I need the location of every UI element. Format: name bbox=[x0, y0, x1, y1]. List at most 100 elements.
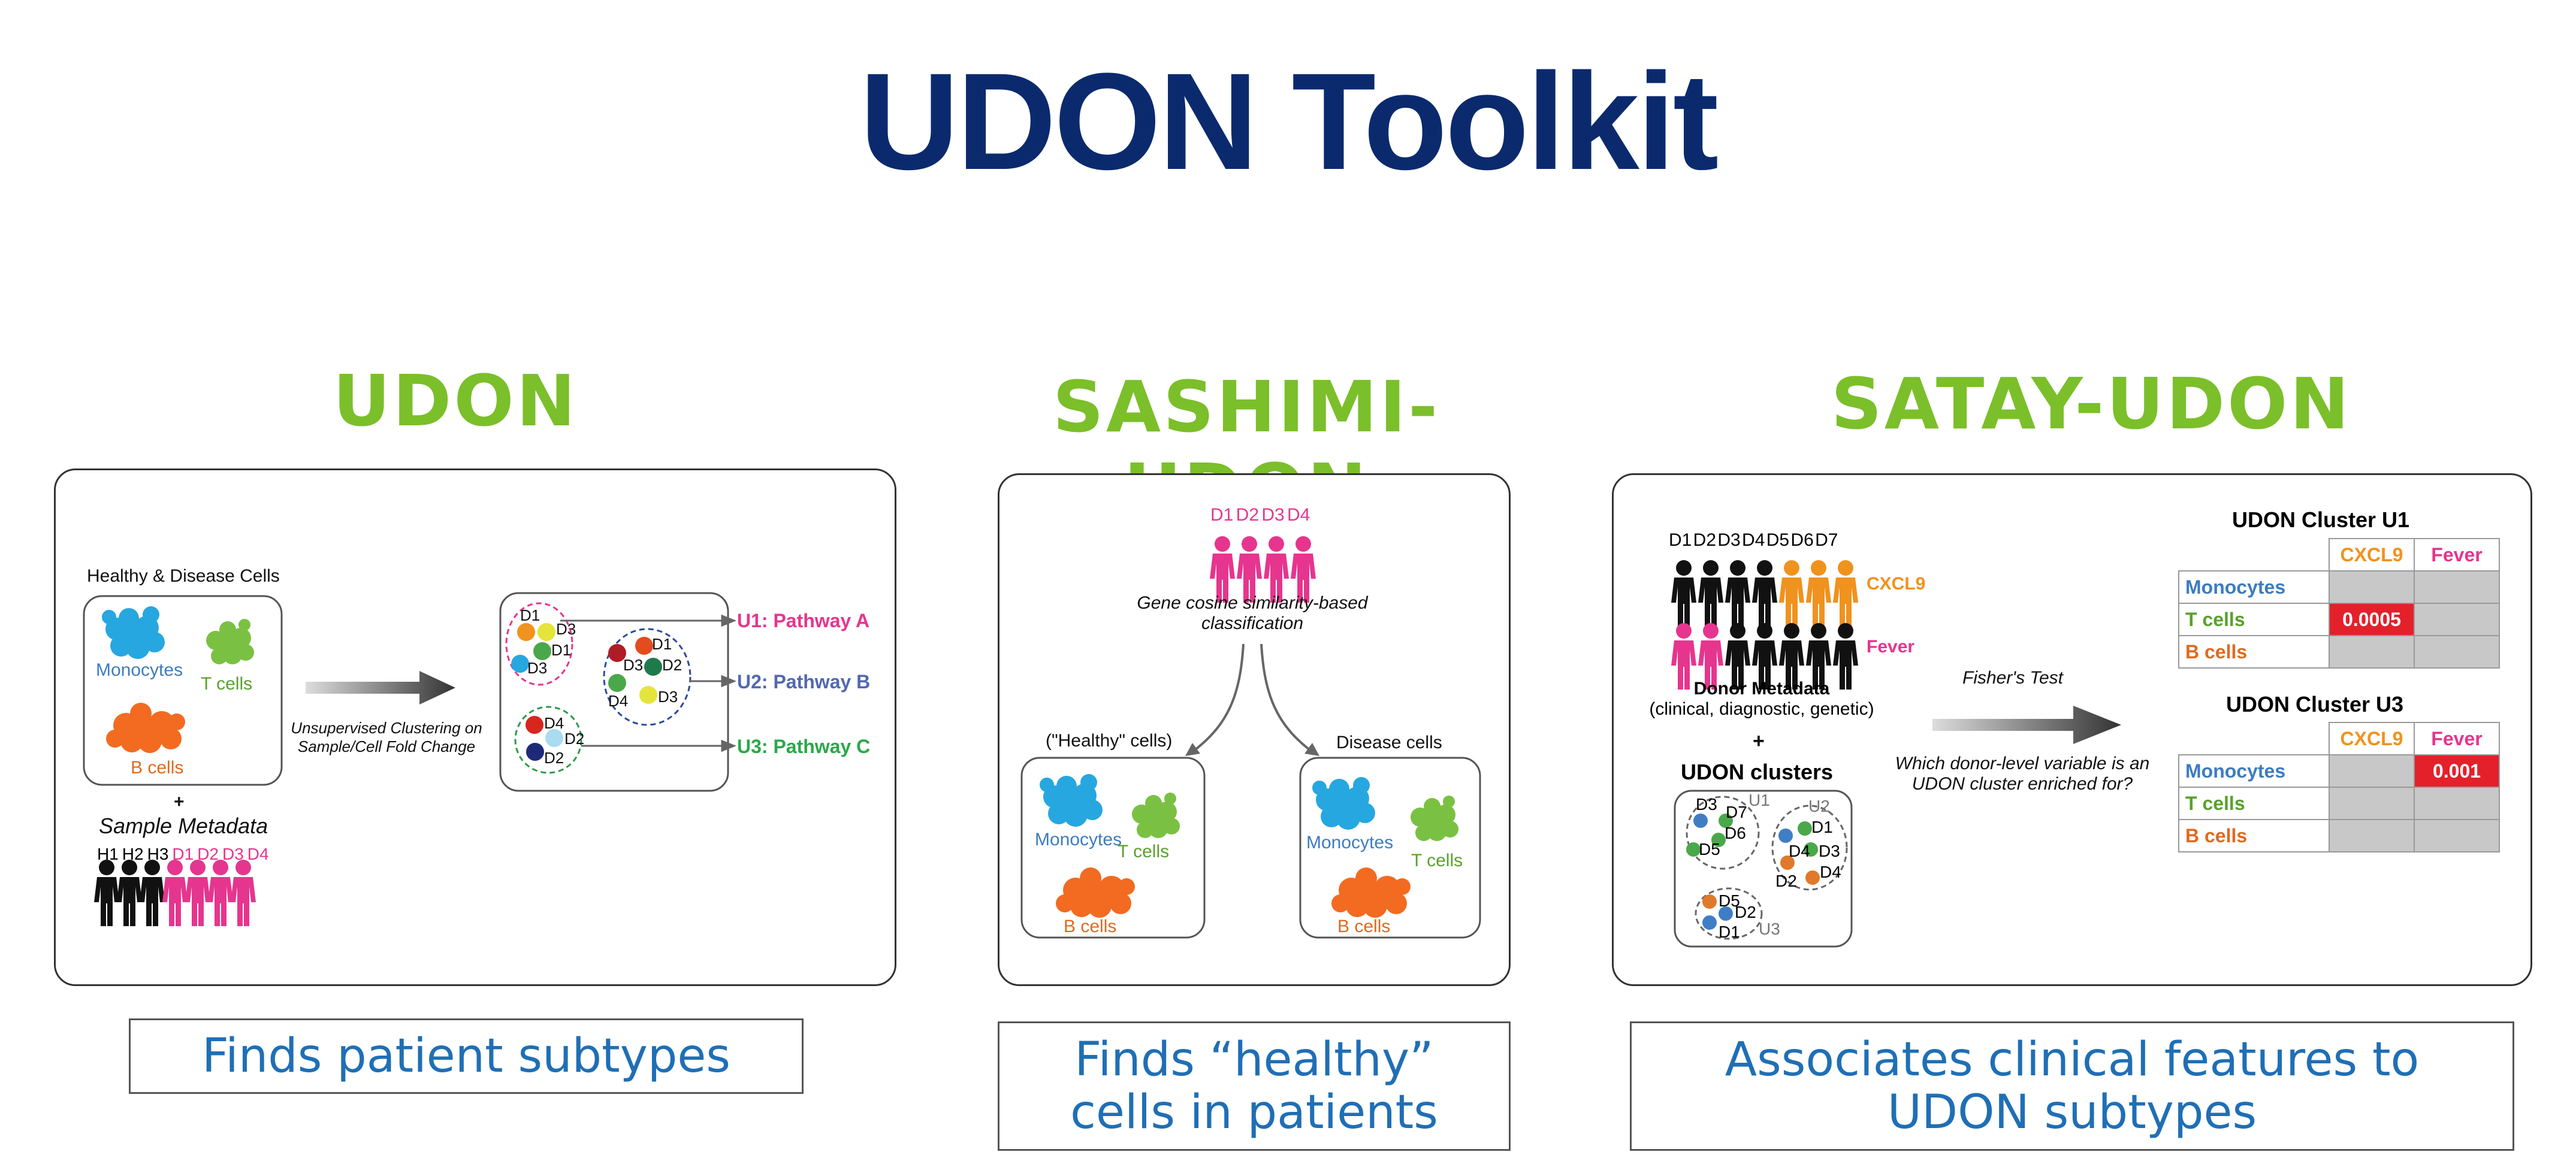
satay-arrow bbox=[1932, 706, 2121, 744]
donor-label: D2 bbox=[1775, 872, 1797, 890]
table-cell bbox=[2329, 570, 2415, 604]
sashimi-disease-tcells: T cells bbox=[1411, 851, 1463, 870]
udon-plus: + bbox=[174, 792, 185, 812]
table-cell bbox=[2414, 819, 2500, 852]
cluster-label: D2 bbox=[662, 656, 682, 674]
clustering-line-2: Sample/Cell Fold Change bbox=[297, 737, 476, 755]
udon-healthy-id: H1 bbox=[97, 845, 119, 863]
udon-sample-ids: H1 H2 H3 D1 D2 D3 D4 bbox=[97, 845, 269, 864]
sashimi-healthy-bcells: B cells bbox=[1064, 917, 1117, 936]
table-row: B cells bbox=[2178, 635, 2500, 669]
pathway-u3: U3: Pathway C bbox=[737, 736, 871, 757]
table-row: Monocytes bbox=[2178, 570, 2500, 604]
table-cell-highlight: 0.0005 bbox=[2329, 603, 2415, 636]
satay-udon-clusters: UDON clusters bbox=[1681, 760, 1834, 784]
table-cell bbox=[2414, 570, 2500, 604]
table-row: CXCL9 Fever bbox=[2179, 722, 2500, 755]
donor-metadata-sub: (clinical, diagnostic, genetic) bbox=[1649, 699, 1874, 719]
donor-label: D5 bbox=[1719, 891, 1740, 910]
table-cell bbox=[2329, 819, 2415, 852]
sashimi-disease-bcells: B cells bbox=[1337, 917, 1391, 936]
udon-cluster2 bbox=[603, 628, 691, 726]
donor-label: D2 bbox=[1735, 903, 1756, 921]
table-u3-title: UDON Cluster U3 bbox=[2226, 692, 2404, 716]
udon-disease-id: D1 bbox=[172, 845, 194, 863]
classification-line-1: Gene cosine similarity-based bbox=[1137, 593, 1368, 613]
table-cell bbox=[2414, 787, 2500, 820]
table-u1: CXCL9 Fever Monocytes T cells 0.0005 B c… bbox=[2178, 538, 2500, 669]
udon-cluster1 bbox=[505, 602, 573, 686]
table-u1-title: UDON Cluster U1 bbox=[2232, 507, 2410, 532]
question-line-1: Which donor-level variable is an bbox=[1895, 754, 2150, 773]
cluster-label: D3 bbox=[556, 620, 576, 638]
cluster-u1-label: U1 bbox=[1748, 791, 1770, 809]
udon-cells-title: Healthy & Disease Cells bbox=[87, 566, 280, 586]
sashimi-arrow-left bbox=[1191, 643, 1245, 753]
table-row: T cells bbox=[2178, 787, 2500, 820]
satay-cxcl9-persons bbox=[1671, 560, 1858, 627]
sashimi-disease-monocytes: Monocytes bbox=[1306, 833, 1394, 852]
udon-clustering-label: Unsupervised Clustering on Sample/Cell F… bbox=[288, 719, 485, 756]
cluster-label: D1 bbox=[551, 641, 572, 659]
donor-label: D4 bbox=[1789, 842, 1810, 860]
table-row: Monocytes 0.001 bbox=[2178, 754, 2500, 788]
sashimi-caption: Finds “healthy” cells in patients bbox=[998, 1021, 1511, 1151]
row-label: T cells bbox=[2178, 787, 2330, 820]
cluster-label: D4 bbox=[544, 714, 564, 732]
satay-caption-line-1: Associates clinical features to bbox=[1725, 1033, 2420, 1087]
cluster-label: D3 bbox=[658, 688, 678, 706]
udon-healthy-id: H2 bbox=[122, 845, 144, 863]
satay-donor-metadata: Donor Metadata (clinical, diagnostic, ge… bbox=[1642, 679, 1882, 719]
table-cell-highlight: 0.001 bbox=[2414, 754, 2500, 788]
udon-healthy-id: H3 bbox=[147, 845, 169, 863]
cluster-u3-label: U3 bbox=[1759, 920, 1780, 938]
donor-label: D1 bbox=[1719, 923, 1740, 941]
table-corner bbox=[2179, 539, 2330, 572]
table-cell bbox=[2414, 603, 2500, 636]
row-label: Monocytes bbox=[2178, 754, 2330, 788]
satay-fishers-test: Fisher's Test bbox=[1962, 668, 2064, 688]
satay-caption-line-2: UDON subtypes bbox=[1887, 1086, 2257, 1139]
donor-label: D4 bbox=[1820, 863, 1841, 881]
table-corner bbox=[2179, 722, 2330, 755]
question-line-2: UDON cluster enriched for? bbox=[1911, 774, 2133, 794]
satay-cxcl9-label: CXCL9 bbox=[1867, 574, 1926, 594]
udon-caption: Finds patient subtypes bbox=[129, 1018, 804, 1094]
satay-fever-label: Fever bbox=[1867, 637, 1915, 657]
table-cell bbox=[2329, 635, 2415, 669]
table-row: CXCL9 Fever bbox=[2179, 538, 2500, 572]
cluster-label: D1 bbox=[652, 635, 672, 653]
cluster-u2-label: U2 bbox=[1808, 797, 1830, 815]
donor-metadata-title: Donor Metadata bbox=[1693, 679, 1830, 699]
table-header: CXCL9 bbox=[2329, 538, 2415, 572]
clustering-line-1: Unsupervised Clustering on bbox=[291, 719, 482, 737]
udon-heading: UDON bbox=[333, 359, 578, 442]
udon-tcells-label: T cells bbox=[201, 674, 253, 694]
cluster-label: D3 bbox=[527, 659, 548, 677]
classification-line-2: classification bbox=[1201, 613, 1304, 633]
cluster-label: D2 bbox=[564, 730, 585, 748]
sashimi-healthy-label: ("Healthy" cells) bbox=[1046, 731, 1173, 751]
udon-disease-persons bbox=[162, 860, 256, 926]
satay-donor-ids: D1 D2 D3 D4 D5 D6 D7 bbox=[1669, 530, 1838, 550]
sashimi-healthy-tcells: T cells bbox=[1118, 842, 1170, 861]
table-header: CXCL9 bbox=[2329, 722, 2415, 755]
pathway-u1: U1: Pathway A bbox=[737, 610, 870, 631]
udon-healthy-persons bbox=[94, 860, 165, 926]
satay-plus: + bbox=[1753, 730, 1765, 752]
satay-heading: SATAY-UDON bbox=[1831, 362, 2352, 445]
udon-disease-id: D2 bbox=[197, 845, 219, 863]
udon-arrow bbox=[306, 671, 455, 705]
row-label: Monocytes bbox=[2178, 570, 2330, 604]
donor-label: D7 bbox=[1726, 803, 1747, 821]
udon-sample-metadata: Sample Metadata bbox=[99, 814, 268, 838]
pathway-arrows bbox=[560, 614, 737, 752]
row-label: B cells bbox=[2178, 819, 2330, 852]
udon-disease-id: D3 bbox=[222, 845, 244, 863]
table-row: B cells bbox=[2178, 819, 2500, 852]
table-header: Fever bbox=[2414, 722, 2500, 755]
sashimi-donor-ids: D1 D2 D3 D4 bbox=[1210, 505, 1310, 525]
table-cell bbox=[2329, 787, 2415, 820]
donor-label: D5 bbox=[1699, 840, 1720, 858]
